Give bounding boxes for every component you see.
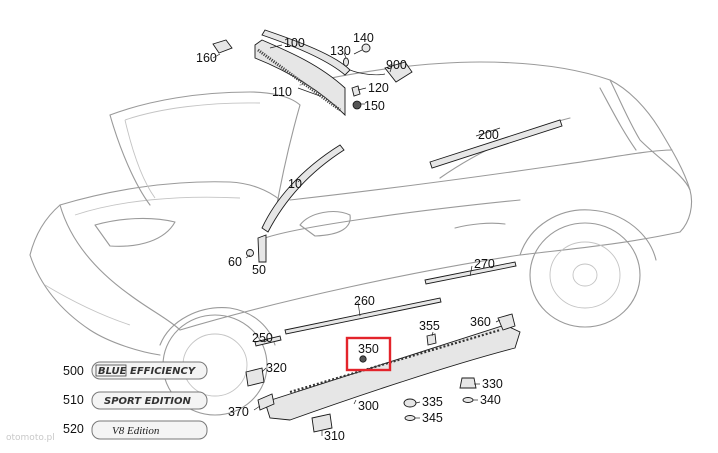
callout-360: 360	[470, 315, 491, 329]
molding-260-part	[284, 297, 442, 335]
screw-140-part	[353, 43, 371, 55]
badge-510: SPORT EDITION	[91, 391, 208, 410]
callout-270: 270	[474, 257, 495, 271]
callout-labels: 100 140 130 160 900 120 110 150 200 10 6…	[63, 31, 503, 443]
callout-60: 60	[228, 255, 242, 269]
callout-130: 130	[330, 44, 351, 58]
callout-160: 160	[196, 51, 217, 65]
callout-520: 520	[63, 422, 84, 436]
badge-520: V8 Edition	[91, 420, 208, 440]
callout-200: 200	[478, 128, 499, 142]
callout-355: 355	[419, 319, 440, 333]
badge-500: BLUE EFFICIENCY	[91, 361, 208, 380]
bracket-310-part	[311, 413, 333, 433]
callout-250: 250	[252, 331, 273, 345]
fastener-150-part	[352, 100, 362, 110]
nut-60-part	[246, 249, 254, 257]
callout-140: 140	[353, 31, 374, 45]
end-cap-360-part	[497, 313, 516, 331]
callout-50: 50	[252, 263, 266, 277]
leader-lines	[212, 44, 501, 436]
callout-10: 10	[288, 177, 302, 191]
badge-blue-text: BLUE	[98, 366, 127, 377]
callout-100: 100	[284, 36, 305, 50]
a-pillar-trim-10-part	[261, 144, 345, 233]
callout-335: 335	[422, 395, 443, 409]
pin-120-part	[351, 85, 361, 97]
bracket-320-part	[245, 367, 265, 387]
badges: BLUE EFFICIENCY SPORT EDITION V8 Edition	[91, 361, 208, 440]
callout-330: 330	[482, 377, 503, 391]
callout-300: 300	[358, 399, 379, 413]
roof-strip-200-part	[429, 119, 563, 169]
bracket-50-part	[257, 234, 267, 263]
callout-900: 900	[386, 58, 407, 72]
molding-250-part	[254, 335, 282, 347]
badge-v8-text: V8 Edition	[112, 425, 160, 437]
callout-110: 110	[272, 85, 292, 99]
nut-330-part	[459, 377, 477, 389]
callout-320: 320	[266, 361, 287, 375]
clip-355-part	[426, 333, 437, 346]
badge-efficiency-text: EFFICIENCY	[130, 366, 197, 377]
callout-120: 120	[368, 81, 389, 95]
watermark: otomoto.pl	[6, 433, 55, 443]
highlight-box-350	[345, 336, 392, 372]
clip-160-part	[212, 39, 233, 54]
clip-335-part	[403, 398, 417, 408]
callout-370: 370	[228, 405, 249, 419]
clip-130-part	[343, 57, 349, 67]
washer-340-part	[462, 397, 474, 403]
callout-150: 150	[364, 99, 385, 113]
callout-310: 310	[324, 429, 345, 443]
callout-510: 510	[63, 393, 84, 407]
windshield-trim-part	[254, 29, 351, 117]
callout-350: 350	[358, 342, 379, 356]
callout-260: 260	[354, 294, 375, 308]
side-skirt-300-part	[264, 324, 521, 421]
badge-sport-text: SPORT EDITION	[104, 396, 191, 407]
callout-500: 500	[63, 364, 84, 378]
washer-345-part	[404, 415, 416, 421]
callout-345: 345	[422, 411, 443, 425]
callout-340: 340	[480, 393, 501, 407]
clip-350-part	[359, 355, 367, 363]
